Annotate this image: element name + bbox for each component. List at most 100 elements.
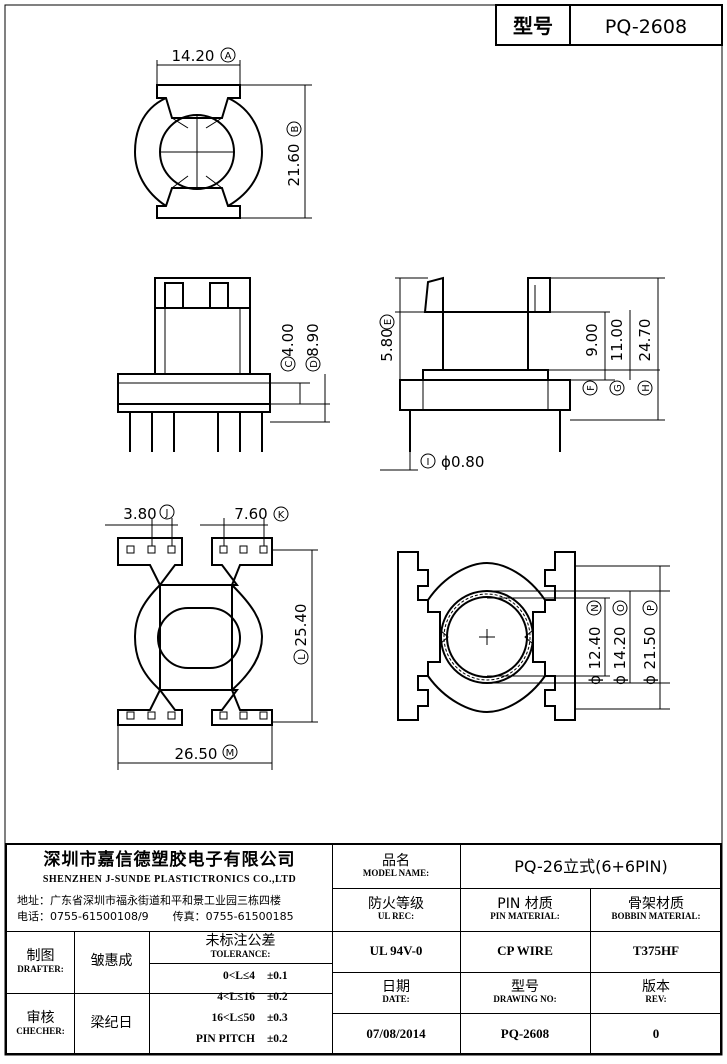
dim-e-mark: E (383, 319, 394, 325)
section-view: ϕ 12.40 N ϕ 14.20 O ϕ 21.50 P (397, 551, 670, 721)
company-address: 地址：广东省深圳市福永街道和平和景工业园三栋四楼 (17, 894, 281, 907)
date-cn: 日期 (382, 978, 410, 995)
dim-i-mark: I (427, 457, 430, 468)
bottom-view-pin-holes (126, 545, 268, 720)
dim-n-value: 12.40 (586, 627, 604, 670)
dim-k-mark: K (278, 510, 285, 521)
header-box: 型号 PQ-2608 (495, 4, 723, 46)
date-en: DATE: (382, 994, 410, 1005)
dim-i-marker (420, 453, 436, 469)
dim-g-marker (609, 380, 625, 396)
ul-value: UL 94V-0 (369, 943, 423, 959)
dim-g-value: 11.00 (608, 319, 626, 362)
side-view: 5.80 E 9.00 11.00 24.70 F G H I ϕ 0.80 (378, 276, 665, 471)
dim-o-marker (612, 600, 628, 616)
dim-h-marker (637, 380, 653, 396)
bobbin-material-en: BOBBIN MATERIAL: (611, 911, 701, 922)
dim-h-value: 24.70 (636, 319, 654, 362)
dim-b-mark: B (290, 125, 301, 132)
dim-a-mark: A (225, 51, 232, 62)
rev-cn: 版本 (642, 978, 670, 995)
dim-e-marker (379, 314, 395, 330)
tolerance-cn: 未标注公差 (205, 933, 276, 950)
date-value: 07/08/2014 (366, 1025, 426, 1041)
company-fax: 传真：0755-61500185 (172, 910, 294, 923)
dim-o-prefix: ϕ (611, 675, 629, 685)
checker-name: 梁纪日 (90, 1015, 133, 1032)
dim-j-mark: J (165, 508, 169, 519)
dim-f-marker (582, 380, 598, 396)
dim-h-mark: H (641, 384, 652, 392)
company-phone: 电话：0755-61500108/9 (17, 910, 149, 923)
rev-en: REV: (645, 994, 667, 1005)
dim-f-mark: F (586, 385, 597, 391)
dim-f-value: 9.00 (583, 323, 601, 356)
dim-o-value: 14.20 (611, 627, 629, 670)
dim-j-marker (159, 504, 175, 520)
model-name-en: MODEL NAME: (362, 868, 430, 879)
tolerance-value: ±0.3 (267, 1012, 288, 1024)
drawing-no-cn: 型号 (511, 978, 539, 995)
dim-p-mark: P (646, 605, 657, 611)
dim-p-prefix: ϕ (641, 675, 659, 685)
dim-k-marker (273, 506, 289, 522)
bottom-view: 3.80 J 7.60 K 25.40 L 26.50 M (105, 504, 318, 770)
tolerance-range: 4<L≤16 (217, 991, 255, 1003)
dim-c-value: 4.00 (279, 323, 297, 356)
pin-material-cn: PIN 材质 (497, 895, 553, 912)
tolerance-value: ±0.1 (267, 970, 288, 982)
rev-value: 0 (652, 1025, 660, 1041)
header-model-value: PQ-2608 (605, 16, 687, 38)
dim-n-prefix: ϕ (586, 675, 604, 685)
dim-l-mark: L (297, 654, 308, 660)
dim-c-mark: C (284, 360, 295, 367)
drawing-no-value: PQ-2608 (500, 1025, 550, 1041)
drafter-name: 皱惠成 (90, 953, 133, 970)
dim-d-marker (305, 356, 321, 372)
dim-b-marker (286, 121, 302, 137)
dim-p-marker (642, 600, 658, 616)
drafter-cn: 制图 (26, 948, 55, 965)
dim-l-value: 25.40 (292, 604, 310, 647)
dim-m-marker (222, 744, 238, 760)
checker-cn: 审核 (26, 1010, 55, 1027)
tolerance-value: ±0.2 (267, 1033, 288, 1045)
checker-en: CHECHER: (16, 1025, 65, 1036)
dim-i-value: 0.80 (451, 453, 484, 471)
dim-n-mark: N (590, 604, 601, 611)
front-view-pins (129, 412, 263, 452)
model-name-value: PQ-26立式(6+6PIN) (514, 856, 668, 876)
bobbin-material-value: T375HF (632, 943, 680, 959)
pin-material-value: CP WIRE (497, 943, 553, 959)
dim-d-value: 8.90 (304, 323, 322, 356)
tolerance-table: 0<L≤4±0.1 4<L≤16±0.2 16<L≤50±0.3 PIN PIT… (157, 966, 327, 1050)
dim-n-marker (586, 600, 602, 616)
dim-g-mark: G (613, 384, 624, 392)
top-view: 14.20 A 21.60 B (133, 47, 312, 219)
dim-d-mark: D (309, 360, 320, 368)
dim-p-value: 21.50 (641, 627, 659, 670)
model-name-cn: 品名 (382, 852, 410, 869)
company-name-cn: 深圳市嘉信德塑胶电子有限公司 (43, 849, 296, 870)
dim-b-value: 21.60 (285, 144, 303, 187)
dim-o-mark: O (616, 604, 627, 612)
ul-rec-en: UL REC: (377, 911, 415, 922)
header-model-label: 型号 (513, 14, 553, 38)
tolerance-range: 16<L≤50 (211, 1012, 255, 1024)
dim-a-marker (220, 47, 236, 63)
drafter-en: DRAFTER: (17, 963, 64, 974)
tolerance-en: TOLERANCE: (210, 948, 271, 959)
tolerance-range: 0<L≤4 (222, 970, 255, 982)
dim-i-prefix: ϕ (441, 453, 451, 471)
tolerance-value: ±0.2 (267, 991, 288, 1003)
dim-a-value: 14.20 (172, 47, 215, 65)
drawing-no-en: DRAWING NO: (493, 994, 557, 1005)
dim-j-value: 3.80 (123, 505, 156, 523)
dim-m-mark: M (226, 748, 235, 759)
pin-material-en: PIN MATERIAL: (490, 911, 560, 922)
dim-e-value: 5.80 (378, 328, 396, 361)
bobbin-material-cn: 骨架材质 (628, 895, 684, 912)
dim-c-marker (280, 356, 296, 372)
